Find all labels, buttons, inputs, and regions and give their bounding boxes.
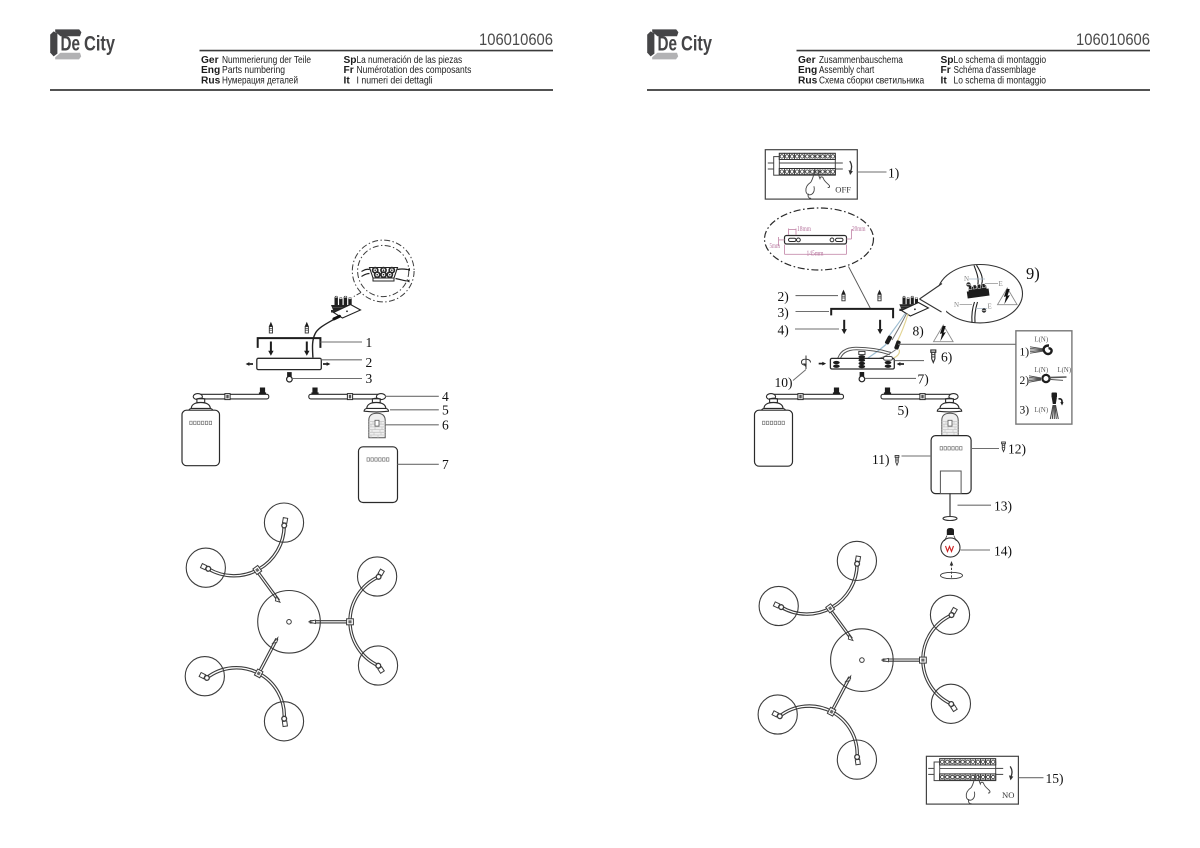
svg-text:Numérotation des composants: Numérotation des composants	[357, 65, 472, 76]
svg-text:Nummerierung der Teile: Nummerierung der Teile	[222, 55, 311, 66]
svg-text:2): 2)	[778, 289, 789, 304]
svg-text:E: E	[999, 280, 1003, 288]
svg-text:La numeración de las piezas: La numeración de las piezas	[357, 55, 463, 66]
svg-text:5mm: 5mm	[770, 241, 781, 250]
svg-text:3: 3	[366, 371, 373, 386]
svg-text:City: City	[84, 33, 115, 56]
svg-text:OFF: OFF	[835, 185, 851, 195]
svg-text:L(N): L(N)	[1035, 407, 1049, 414]
svg-text:7: 7	[442, 457, 449, 472]
svg-text:It: It	[941, 76, 948, 87]
svg-text:E: E	[988, 303, 992, 311]
svg-text:9): 9)	[1026, 264, 1040, 283]
svg-text:106010606: 106010606	[479, 30, 553, 49]
svg-text:N: N	[954, 301, 959, 309]
svg-text:I numeri dei dettagli: I numeri dei dettagli	[357, 76, 433, 87]
svg-text:Ger: Ger	[798, 55, 816, 66]
svg-text:10): 10)	[775, 375, 793, 390]
svg-text:20mm: 20mm	[852, 224, 866, 233]
svg-text:5: 5	[442, 403, 449, 418]
svg-text:Ger: Ger	[201, 55, 219, 66]
svg-text:Нумерация деталей: Нумерация деталей	[222, 76, 298, 87]
svg-text:7): 7)	[918, 372, 929, 387]
svg-text:15): 15)	[1046, 771, 1064, 786]
svg-text:106010606: 106010606	[1076, 30, 1150, 49]
svg-text:6): 6)	[941, 350, 952, 365]
svg-text:Zusammenbauschema: Zusammenbauschema	[819, 55, 903, 66]
svg-text:Schéma d'assemblage: Schéma d'assemblage	[954, 65, 1037, 76]
svg-text:145mm: 145mm	[807, 249, 824, 258]
svg-text:De: De	[61, 33, 81, 56]
svg-text:2): 2)	[1020, 375, 1030, 387]
svg-text:Eng: Eng	[798, 65, 817, 76]
svg-text:Схема сборки светильника: Схема сборки светильника	[819, 75, 924, 87]
svg-text:Rus: Rus	[798, 76, 818, 87]
svg-text:3): 3)	[778, 305, 789, 320]
svg-text:14): 14)	[994, 544, 1012, 559]
svg-text:5): 5)	[898, 403, 909, 418]
svg-text:Lo schema di montaggio: Lo schema di montaggio	[954, 76, 1047, 87]
svg-text:1): 1)	[888, 166, 899, 181]
svg-text:Assembly chart: Assembly chart	[819, 65, 874, 76]
svg-text:2: 2	[366, 355, 373, 370]
svg-text:Parts numbering: Parts numbering	[222, 65, 285, 76]
svg-text:Fr: Fr	[941, 65, 951, 76]
svg-text:L(N): L(N)	[1035, 337, 1049, 344]
svg-text:13): 13)	[994, 499, 1012, 514]
svg-text:11): 11)	[872, 452, 890, 467]
svg-text:City: City	[681, 33, 712, 56]
svg-text:3): 3)	[1020, 405, 1030, 417]
svg-text:De: De	[658, 33, 678, 56]
svg-text:4: 4	[442, 389, 449, 404]
svg-text:NO: NO	[1002, 790, 1014, 800]
svg-text:4): 4)	[778, 323, 789, 338]
svg-text:Rus: Rus	[201, 76, 221, 87]
svg-text:12): 12)	[1008, 442, 1026, 457]
svg-text:6: 6	[442, 418, 449, 433]
svg-text:L(N): L(N)	[1035, 367, 1049, 374]
svg-text:Eng: Eng	[201, 65, 220, 76]
svg-text:1): 1)	[1020, 347, 1030, 359]
svg-text:8): 8)	[913, 324, 924, 339]
svg-text:Fr: Fr	[344, 65, 354, 76]
svg-text:It: It	[344, 76, 351, 87]
svg-text:N: N	[964, 275, 969, 283]
svg-text:Sp: Sp	[344, 55, 357, 66]
svg-text:1: 1	[366, 335, 373, 350]
svg-text:L(N): L(N)	[1058, 367, 1072, 374]
svg-text:18mm: 18mm	[797, 224, 811, 233]
svg-text:Sp: Sp	[941, 55, 954, 66]
svg-text:Lo schema di montaggio: Lo schema di montaggio	[954, 55, 1047, 66]
